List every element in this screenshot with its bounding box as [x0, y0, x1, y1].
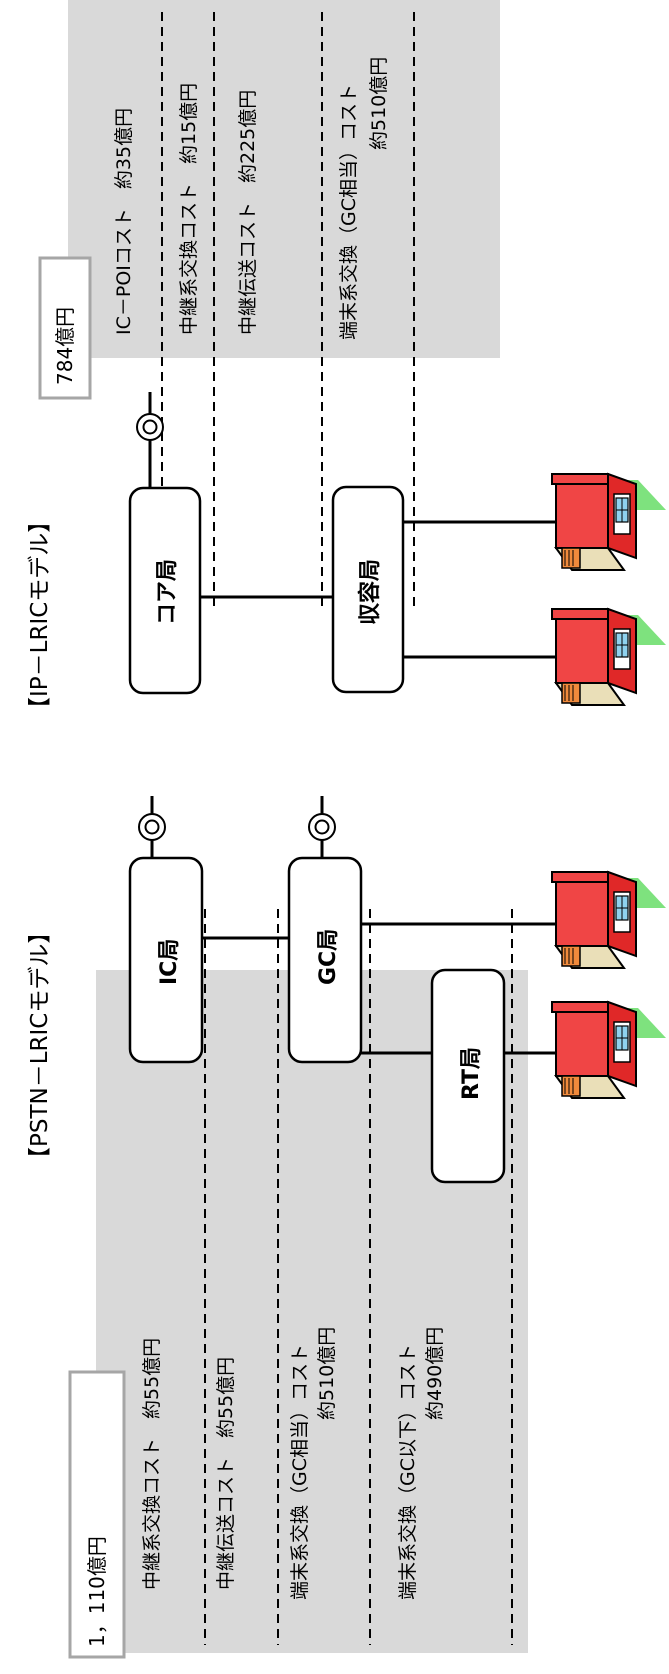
ip-cost-relay-switching: 中継系交換コスト 約15億円	[178, 83, 200, 335]
pstn-ic-node: IC局	[128, 856, 204, 1064]
pstn-title: 【PSTN－LRICモデル】	[27, 921, 53, 1170]
ip-cost-relay-transmission: 中継伝送コスト 約225億円	[237, 90, 259, 335]
ip-house-icon	[551, 608, 667, 706]
pstn-separator-lines	[204, 909, 513, 1645]
pstn-cost-gc-equivalent: 端末系交換（GC相当）コスト	[289, 1344, 311, 1600]
pstn-cost-relay-transmission: 中継伝送コスト 約55億円	[215, 1357, 237, 1590]
ip-cost-gc-equivalent: 端末系交換（GC相当）コスト	[338, 84, 360, 340]
pstn-cost-relay-switching: 中継系交換コスト 約55億円	[141, 1338, 163, 1590]
pstn-rt-node: RT局	[430, 968, 506, 1184]
pstn-total-label: 1，110億円	[85, 1536, 109, 1647]
ip-core-node: コア局	[128, 486, 202, 695]
pstn-gc-poi-icon	[308, 813, 336, 841]
ip-separator-lines	[161, 12, 415, 612]
ip-title: 【IP－LRICモデル】	[27, 510, 53, 720]
pstn-rt-label: RT局	[459, 1047, 484, 1100]
pstn-ic-poi-icon	[138, 813, 166, 841]
pstn-gc-label: GC局	[316, 929, 341, 985]
pstn-cost-below-gc: 端末系交換（GC以下）コスト	[397, 1344, 419, 1600]
pstn-cost-below-gc-amount: 約490億円	[424, 1327, 446, 1420]
ip-cost-gc-equivalent-amount: 約510億円	[368, 57, 390, 150]
pstn-house-icon	[551, 871, 667, 969]
ip-core-poi-icon	[136, 413, 164, 441]
ip-access-node: 収容局	[331, 485, 405, 694]
ip-house-icon	[551, 473, 667, 571]
pstn-gc-node: GC局	[287, 856, 363, 1064]
ip-total-box: 784億円	[38, 256, 92, 400]
pstn-cost-gc-equivalent-amount: 約510億円	[316, 1327, 338, 1420]
pstn-ic-label: IC局	[157, 939, 182, 985]
ip-access-label: 収容局	[357, 559, 383, 625]
ip-core-label: コア局	[155, 559, 180, 625]
ip-cost-ic-poi: IC－POIコスト 約35億円	[113, 108, 135, 335]
ip-total-label: 784億円	[53, 307, 77, 385]
pstn-house-icon	[551, 1001, 667, 1099]
pstn-total-box: 1，110億円	[68, 1370, 126, 1659]
ip-cost-panel	[68, 0, 500, 358]
